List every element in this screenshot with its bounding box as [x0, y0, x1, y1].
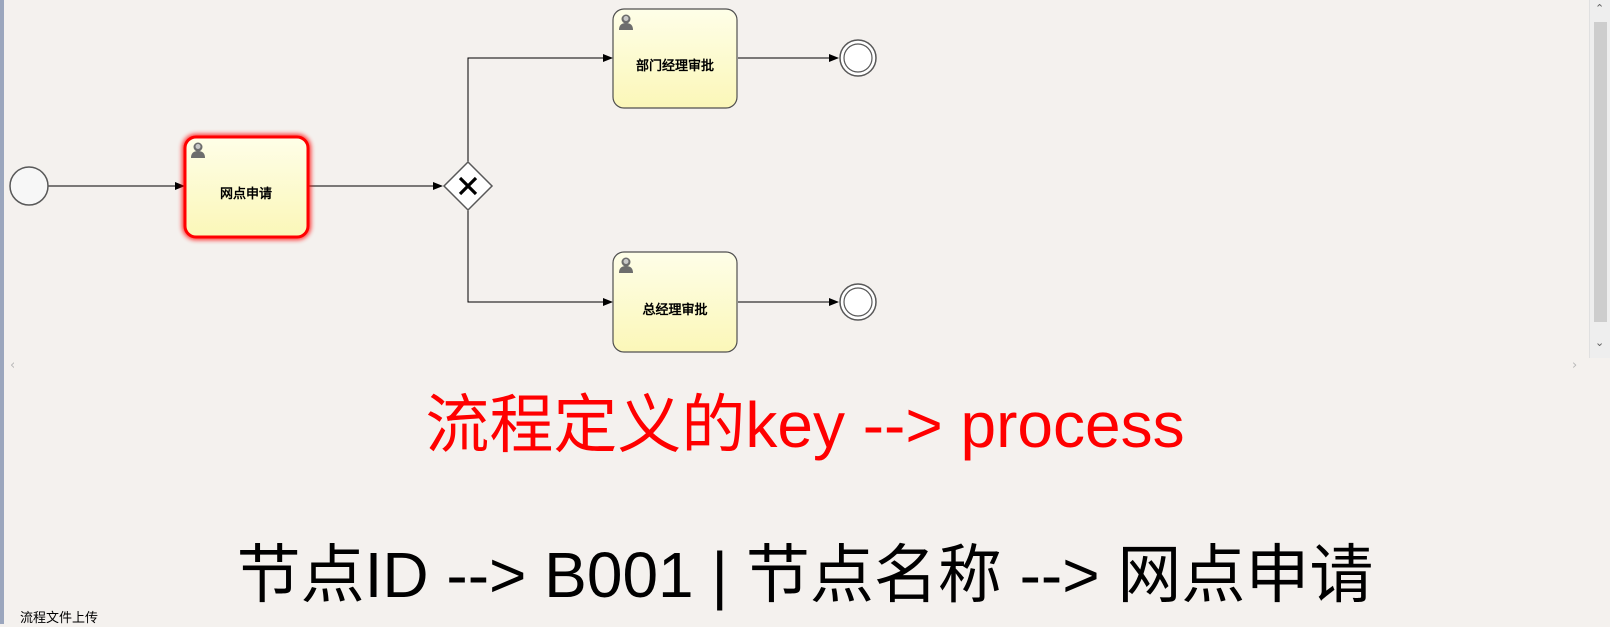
x-mark-icon	[458, 176, 478, 196]
process-diagram-canvas: 网点申请 部门经理审批	[4, 0, 1589, 358]
task-dept-manager-label: 部门经理审批	[636, 58, 714, 74]
task-apply[interactable]: 网点申请	[182, 134, 311, 240]
task-dept-manager[interactable]: 部门经理审批	[612, 8, 738, 109]
user-icon	[191, 142, 205, 158]
process-key-text: 流程定义的key --> process	[425, 389, 1185, 461]
user-icon	[619, 14, 633, 30]
current-node-text: 节点ID --> B001 | 节点名称 --> 网点申请	[236, 539, 1374, 611]
task-general-manager-label: 总经理审批	[642, 302, 707, 318]
scroll-right-icon[interactable]: ›	[1572, 358, 1578, 373]
scroll-up-icon[interactable]: ⌃	[1595, 2, 1605, 15]
vertical-scroll-thumb[interactable]	[1594, 22, 1607, 322]
end-event-bottom[interactable]	[839, 283, 877, 321]
task-apply-label: 网点申请	[220, 186, 272, 202]
sequence-flows	[48, 54, 839, 306]
flow-gateway-to-general[interactable]	[467, 210, 613, 306]
horizontal-scrollbar[interactable]: ‹ ›	[4, 358, 1589, 375]
exclusive-gateway[interactable]	[442, 160, 494, 212]
window-left-border	[0, 0, 4, 624]
scroll-left-icon[interactable]: ‹	[10, 358, 16, 373]
flow-gateway-to-dept[interactable]	[467, 54, 613, 162]
user-icon	[619, 257, 633, 273]
task-general-manager[interactable]: 总经理审批	[612, 251, 738, 353]
vertical-scrollbar[interactable]: ⌃ ⌄	[1589, 0, 1610, 358]
end-event-top[interactable]	[839, 39, 877, 77]
upload-status-label[interactable]: 流程文件上传	[20, 611, 99, 626]
scroll-down-icon[interactable]: ⌄	[1595, 336, 1605, 349]
start-event[interactable]	[9, 166, 49, 206]
